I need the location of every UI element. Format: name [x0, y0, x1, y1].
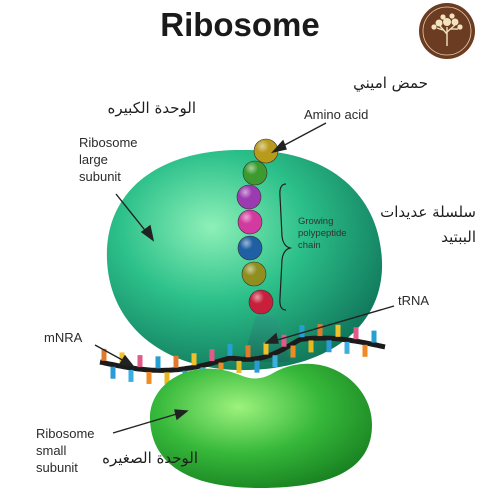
arabic-chain-line-2: الببتيد: [441, 228, 476, 246]
arrow-mrna: [94, 344, 127, 363]
codon-tick: [335, 324, 341, 337]
arabic-chain-line-1: سلسلة عديدات: [380, 203, 476, 221]
large-subunit-line-2: large: [79, 152, 108, 167]
chain-bracket: [279, 183, 293, 311]
page-title: Ribosome: [160, 6, 320, 43]
codon-tick: [281, 334, 287, 347]
codon-tick: [146, 371, 152, 384]
codon-tick: [290, 345, 296, 358]
codon-tick: [227, 343, 233, 356]
amino-acid-bead: [253, 138, 279, 164]
mrna-strand: [99, 324, 386, 385]
mrna-backbone: [99, 335, 386, 373]
polypeptide-chain: [236, 138, 279, 315]
codon-tick: [236, 360, 242, 373]
small-subunit-line-1: Ribosome: [36, 426, 95, 441]
label-trna: tRNA: [398, 293, 430, 308]
label-amino-acid: Amino acid: [304, 107, 369, 122]
codon-tick: [344, 341, 350, 354]
large-subunit-line-1: Ribosome: [79, 135, 138, 150]
codon-tick: [119, 352, 125, 365]
codon-tick: [128, 369, 134, 382]
small-subunit-line-3: subunit: [36, 460, 78, 475]
amino-acid-bead: [237, 235, 263, 261]
amino-acid-bead: [236, 184, 262, 210]
large-subunit-shape: [106, 149, 383, 371]
arabic-label-polypeptide-chain: سلسلة عديدات الببتيد: [370, 203, 476, 247]
label-large-subunit: Ribosome large subunit: [79, 134, 138, 185]
codon-tick: [218, 362, 224, 375]
amino-acid-bead: [242, 160, 268, 186]
amino-acid-bead: [237, 209, 263, 235]
codon-tick: [362, 344, 368, 357]
arrowhead-small-subunit: [174, 409, 189, 421]
codon-tick: [164, 372, 170, 385]
codon-tick: [245, 345, 251, 358]
arrow-small-subunit: [112, 412, 181, 434]
codon-tick: [326, 340, 332, 353]
growing-chain-line-1: Growing: [298, 216, 334, 227]
codon-tick: [101, 348, 107, 361]
codon-tick: [272, 355, 278, 368]
arrow-trna: [273, 305, 395, 342]
codon-tick: [371, 330, 377, 343]
arabic-label-amino-acid: حمض اميني: [353, 74, 428, 92]
large-subunit-line-3: subunit: [79, 169, 121, 184]
label-growing-chain: Growing polypeptide chain: [298, 216, 347, 252]
tree-logo: [419, 3, 475, 59]
small-subunit-shape: [149, 363, 372, 488]
codon-tick: [308, 340, 314, 353]
label-mrna: mNRA: [44, 330, 83, 345]
codon-tick: [155, 356, 161, 369]
arabic-label-small-subunit: الوحدة الصغيره: [102, 449, 198, 467]
label-small-subunit: Ribosome small subunit: [36, 425, 95, 476]
arrow-amino-acid: [278, 122, 327, 149]
arabic-label-large-subunit: الوحدة الكبيره: [107, 99, 196, 117]
codon-tick: [254, 360, 260, 373]
arrow-large-subunit: [115, 193, 149, 235]
amino-acid-bead: [241, 261, 267, 287]
codon-tick: [173, 355, 179, 368]
arrowhead-large-subunit: [140, 224, 155, 242]
arrowhead-trna: [264, 332, 279, 344]
growing-chain-line-2: polypeptide: [298, 228, 347, 239]
codon-tick: [110, 366, 116, 379]
amino-acid-bead: [248, 289, 274, 315]
small-subunit-line-2: small: [36, 443, 67, 458]
codon-tick: [191, 353, 197, 366]
codon-tick: [353, 327, 359, 340]
codon-tick: [263, 342, 269, 355]
arrowhead-amino-acid: [270, 139, 287, 154]
arrowhead-mrna: [118, 354, 135, 367]
codon-tick: [209, 349, 215, 362]
codon-tick: [137, 355, 143, 368]
codon-tick: [317, 324, 323, 337]
growing-chain-line-3: chain: [298, 240, 321, 251]
codon-tick: [299, 325, 305, 338]
